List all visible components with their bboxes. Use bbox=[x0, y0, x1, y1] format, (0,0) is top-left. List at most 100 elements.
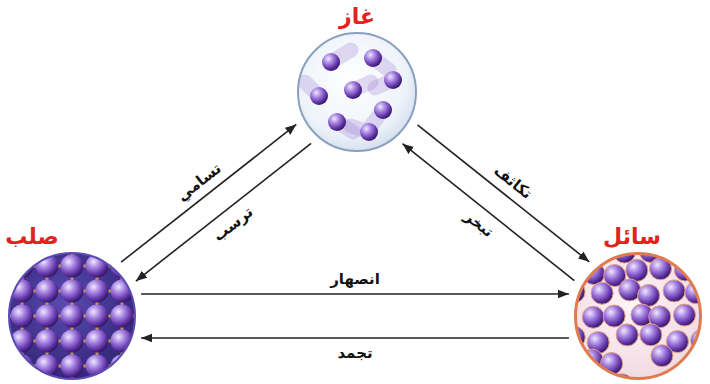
solid-particle bbox=[86, 330, 109, 353]
state-node: سائل bbox=[574, 252, 702, 380]
liquid-particle bbox=[663, 280, 685, 302]
process-label: تجمد bbox=[335, 344, 374, 362]
solid-particle bbox=[136, 255, 159, 278]
gas-particle bbox=[364, 49, 382, 67]
process-label: تبخر bbox=[459, 206, 498, 242]
state-node: غاز bbox=[297, 32, 417, 152]
state-label: غاز bbox=[339, 4, 375, 29]
gas-particle bbox=[322, 53, 340, 71]
process-label: تسامي bbox=[172, 157, 226, 205]
liquid-particle bbox=[703, 346, 710, 368]
liquid-particle bbox=[626, 259, 648, 281]
gas-particle bbox=[384, 71, 402, 89]
liquid-particle bbox=[640, 324, 662, 346]
solid-ground bbox=[8, 252, 136, 380]
solid-particle bbox=[136, 330, 159, 353]
liquid-particle bbox=[666, 236, 688, 258]
solid-particle bbox=[0, 305, 9, 328]
solid-particle bbox=[111, 380, 134, 384]
solid-illustration bbox=[8, 252, 136, 380]
liquid-particle bbox=[603, 305, 625, 327]
liquid-particle bbox=[709, 283, 710, 305]
solid-particle bbox=[36, 330, 59, 353]
solid-particle bbox=[61, 280, 84, 303]
liquid-ground bbox=[574, 252, 702, 380]
solid-particle bbox=[86, 380, 109, 384]
solid-particle bbox=[111, 255, 134, 278]
solid-particle bbox=[111, 305, 134, 328]
solid-particle bbox=[0, 355, 9, 378]
state-circle bbox=[576, 254, 701, 379]
process-label: تكاثف bbox=[489, 160, 537, 204]
solid-particle bbox=[36, 280, 59, 303]
solid-particle bbox=[0, 280, 9, 303]
process-arrow bbox=[417, 125, 589, 262]
solid-particles bbox=[0, 230, 159, 384]
liquid-particle bbox=[673, 304, 695, 326]
solid-particle bbox=[0, 380, 9, 384]
solid-particle bbox=[11, 255, 34, 278]
gas-particle bbox=[328, 113, 346, 131]
solid-particle bbox=[61, 305, 84, 328]
gas-ground bbox=[297, 32, 417, 152]
process-arrow bbox=[121, 124, 296, 262]
gas-illustration bbox=[297, 32, 417, 152]
liquid-particle bbox=[591, 282, 613, 304]
liquid-particle bbox=[551, 350, 573, 372]
liquid-particle bbox=[638, 284, 660, 306]
gas-particles bbox=[297, 32, 417, 152]
solid-particle bbox=[36, 380, 59, 384]
solid-particle bbox=[61, 330, 84, 353]
solid-particle bbox=[61, 230, 84, 253]
process-arrow bbox=[403, 144, 575, 281]
solid-particle bbox=[36, 305, 59, 328]
solid-particle bbox=[61, 355, 84, 378]
liquid-particles bbox=[551, 236, 710, 384]
state-node: صلب bbox=[8, 252, 136, 380]
solid-particle bbox=[0, 255, 9, 278]
solid-particle bbox=[111, 230, 134, 253]
gas-particle bbox=[310, 87, 328, 105]
process-arrow bbox=[141, 293, 569, 295]
liquid-particle bbox=[568, 373, 590, 384]
liquid-particle bbox=[553, 309, 575, 331]
solid-particle bbox=[11, 380, 34, 384]
liquid-particle bbox=[702, 301, 710, 323]
solid-particle bbox=[136, 380, 159, 384]
gas-particle bbox=[360, 123, 378, 141]
solid-particle bbox=[111, 355, 134, 378]
gas-particle bbox=[374, 101, 392, 119]
state-circle bbox=[9, 253, 135, 379]
solid-particle bbox=[136, 230, 159, 253]
solid-particle bbox=[61, 255, 84, 278]
liquid-particle bbox=[659, 375, 681, 384]
liquid-particle bbox=[582, 306, 604, 328]
process-label: انصهار bbox=[328, 270, 382, 288]
liquid-particle bbox=[651, 345, 673, 367]
liquid-particle bbox=[558, 257, 580, 279]
liquid-particle bbox=[674, 259, 696, 281]
solid-particle bbox=[86, 230, 109, 253]
state-label: سائل bbox=[603, 224, 661, 249]
process-arrow bbox=[136, 143, 311, 281]
process-label: ترسب bbox=[208, 202, 258, 247]
liquid-particle bbox=[563, 243, 585, 265]
solid-particle bbox=[11, 355, 34, 378]
solid-particle bbox=[61, 380, 84, 384]
state-label: صلب bbox=[5, 224, 59, 249]
liquid-particle bbox=[700, 263, 710, 285]
process-arrow bbox=[141, 337, 569, 339]
gas-particle bbox=[344, 81, 362, 99]
solid-particle bbox=[136, 280, 159, 303]
solid-particle bbox=[136, 305, 159, 328]
solid-particle bbox=[0, 330, 9, 353]
solid-particle bbox=[136, 355, 159, 378]
solid-particle bbox=[86, 305, 109, 328]
liquid-illustration bbox=[574, 252, 702, 380]
solid-particle bbox=[11, 305, 34, 328]
liquid-particle bbox=[691, 329, 710, 351]
lattice-bond bbox=[146, 252, 149, 380]
solid-particle bbox=[86, 280, 109, 303]
